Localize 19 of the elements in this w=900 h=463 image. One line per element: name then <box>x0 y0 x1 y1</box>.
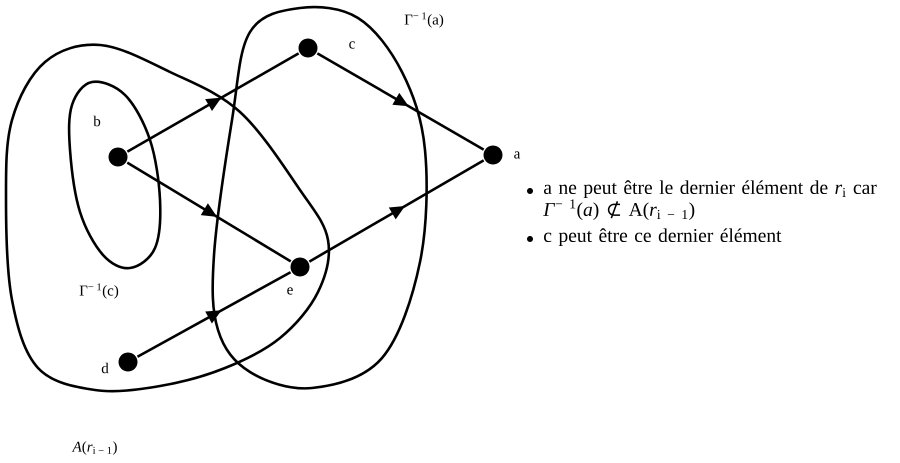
vertex-label: d <box>102 362 109 374</box>
vertex-dot <box>298 38 318 58</box>
vertex-dot <box>484 146 502 164</box>
note-text: c peut être ce dernier élément <box>544 228 782 246</box>
arrow <box>126 161 292 263</box>
vertex-label: c <box>349 41 355 49</box>
arrow <box>126 52 300 153</box>
arrow <box>136 271 292 358</box>
vertex-dot <box>118 352 138 372</box>
vertex-label: b <box>93 116 100 126</box>
region-label: Γ$^{− 1}$(a) <box>404 12 444 28</box>
vertex-label: a <box>514 151 520 159</box>
region-label: A(r$_{i − 1}$) <box>72 441 117 455</box>
vertex-label: e <box>287 287 293 295</box>
region-label: Γ$^{− 1}$(c) <box>80 283 118 299</box>
arrow <box>308 159 484 263</box>
vertex-dot <box>290 258 310 276</box>
arrow <box>316 52 484 151</box>
vertex-dot <box>108 148 128 166</box>
